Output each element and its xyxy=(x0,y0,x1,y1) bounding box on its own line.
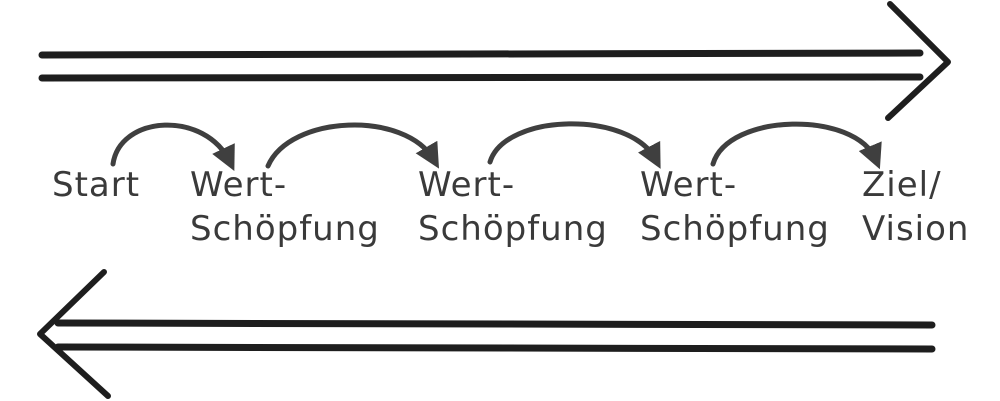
step-ziel-vision: Ziel/ Vision xyxy=(862,163,969,251)
bottom-arrow-head xyxy=(37,269,111,399)
double-arrow-right-icon xyxy=(38,1,951,121)
step-4-line2: Vision xyxy=(862,209,970,249)
step-1-line1: Wert- xyxy=(190,165,288,205)
step-wertschoepfung-1: Wert- Schöpfung xyxy=(190,163,380,251)
step-4-line1: Ziel/ xyxy=(862,165,942,205)
step-wertschoepfung-2: Wert- Schöpfung xyxy=(418,163,608,251)
bottom-arrow-line-upper xyxy=(54,319,936,329)
step-1-line2: Schöpfung xyxy=(190,209,380,249)
step-arc-3 xyxy=(487,121,661,169)
step-arc-4 xyxy=(710,121,882,170)
top-arrow-line-lower xyxy=(38,73,924,82)
step-wertschoepfung-3: Wert- Schöpfung xyxy=(640,163,830,251)
double-arrow-left-icon xyxy=(37,269,936,399)
step-2-line2: Schöpfung xyxy=(418,209,608,249)
step-3-line2: Schöpfung xyxy=(640,209,830,249)
step-2-line1: Wert- xyxy=(418,165,516,205)
step-start-text: Start xyxy=(52,165,141,205)
step-start: Start xyxy=(52,163,140,207)
step-3-line1: Wert- xyxy=(640,165,738,205)
step-arc-2 xyxy=(265,122,440,169)
top-arrow-head xyxy=(885,1,951,121)
step-arc-1 xyxy=(110,122,235,172)
bottom-arrow-line-lower xyxy=(54,343,936,353)
top-arrow-line-upper xyxy=(38,49,924,59)
